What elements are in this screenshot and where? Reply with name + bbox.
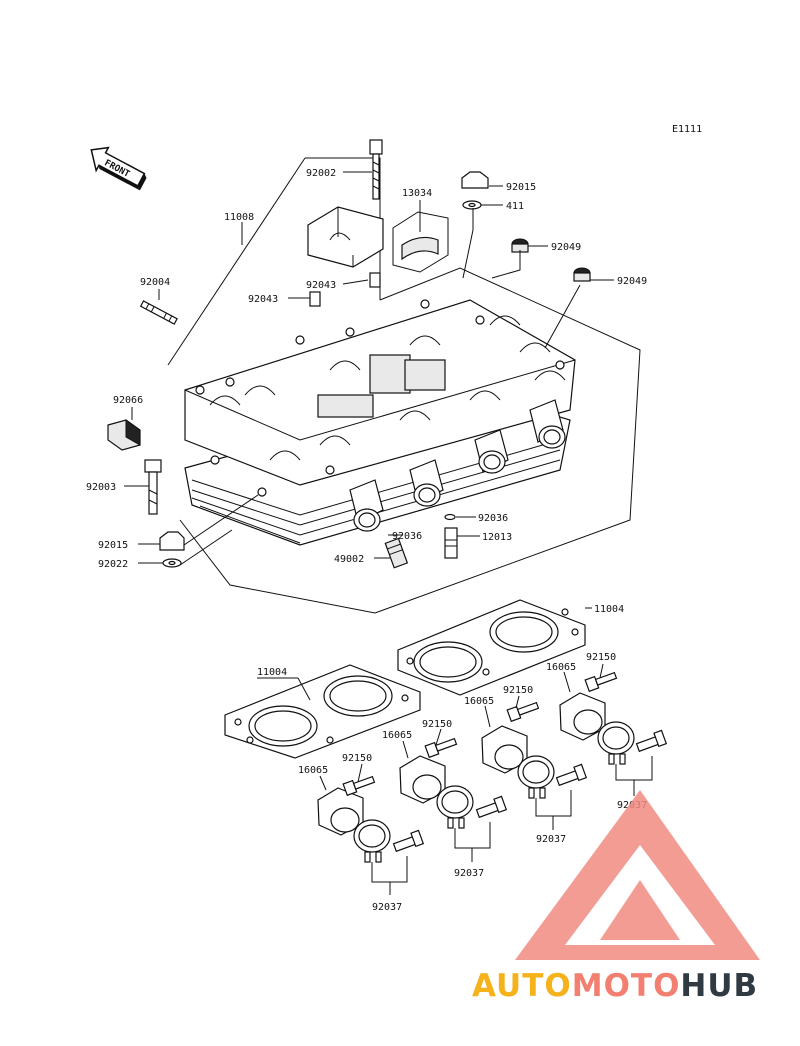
label-92037-b: 92037 <box>454 868 484 879</box>
label-92150-d: 92150 <box>586 652 616 663</box>
clamp-92066 <box>107 419 141 451</box>
label-16065-d: 16065 <box>546 662 576 673</box>
label-13034: 13034 <box>402 188 432 199</box>
label-92004: 92004 <box>140 277 170 288</box>
part-labels: 11008 92002 13034 92015 411 92049 92049 … <box>86 168 647 913</box>
exhaust-ports <box>349 399 566 532</box>
carb-holder-set-4 <box>559 671 668 765</box>
label-12013: 12013 <box>482 532 512 543</box>
label-92037-a: 92037 <box>372 902 402 913</box>
label-92043-a: 92043 <box>306 280 336 291</box>
label-92043-b: 92043 <box>248 294 278 305</box>
label-92150-b: 92150 <box>422 719 452 730</box>
label-92066: 92066 <box>113 395 143 406</box>
bolt-92003 <box>144 459 162 515</box>
label-92150-c: 92150 <box>503 685 533 696</box>
front-arrow-icon: FRONT <box>90 146 147 191</box>
carb-holder-set-2 <box>399 737 508 829</box>
watermark-text: AUTOMOTOHUB <box>472 968 758 1004</box>
oil-seal-92049b <box>573 267 591 282</box>
valve-guide-12013 <box>444 527 458 559</box>
label-92015-lower: 92015 <box>98 540 128 551</box>
watermark-moto: MOTO <box>572 968 681 1004</box>
label-92015-top: 92015 <box>506 182 536 193</box>
label-11004-rear: 11004 <box>594 604 624 615</box>
carb-holder-set-1 <box>317 775 425 863</box>
cap-bolt-92015-top <box>461 171 489 210</box>
clip-92036 <box>444 513 456 521</box>
watermark-hub: HUB <box>680 968 758 1004</box>
cylinder-head-frame <box>167 157 641 614</box>
label-92002: 92002 <box>306 168 336 179</box>
label-92036-left: 92036 <box>392 531 422 542</box>
automotohub-watermark: AUTOMOTOHUB <box>472 790 760 1004</box>
dowel-pin-92043a <box>369 272 381 288</box>
camshaft-cap <box>307 206 384 268</box>
dowel-pin-92043b <box>309 291 321 307</box>
label-92036-right: 92036 <box>478 513 508 524</box>
label-49002: 49002 <box>334 554 364 565</box>
head-gasket-11004-front <box>224 664 421 759</box>
label-92049-a: 92049 <box>551 242 581 253</box>
label-16065-c: 16065 <box>464 696 494 707</box>
cap-bolt-92015-lower <box>159 531 185 568</box>
diagram-ref-code: E1111 <box>672 124 702 135</box>
cylinder-head <box>184 299 576 546</box>
label-11004-front: 11004 <box>257 667 287 678</box>
label-92003: 92003 <box>86 482 116 493</box>
watermark-triangle-logo <box>515 790 760 960</box>
label-11008: 11008 <box>224 212 254 223</box>
label-411: 411 <box>506 201 524 212</box>
watermark-auto: AUTO <box>472 968 572 1004</box>
bushing-13034 <box>392 211 449 273</box>
stud-92004 <box>139 300 178 325</box>
label-92022: 92022 <box>98 559 128 570</box>
oil-seal-92049a <box>511 238 529 253</box>
head-gasket-11004-rear <box>397 599 586 696</box>
leader-lines <box>124 171 653 895</box>
label-92049-b: 92049 <box>617 276 647 287</box>
bolt-92002 <box>369 139 383 200</box>
label-92150-a: 92150 <box>342 753 372 764</box>
label-16065-a: 16065 <box>298 765 328 776</box>
plug-49002 <box>384 537 409 569</box>
label-92037-c: 92037 <box>536 834 566 845</box>
carb-holder-set-3 <box>481 701 588 799</box>
label-16065-b: 16065 <box>382 730 412 741</box>
